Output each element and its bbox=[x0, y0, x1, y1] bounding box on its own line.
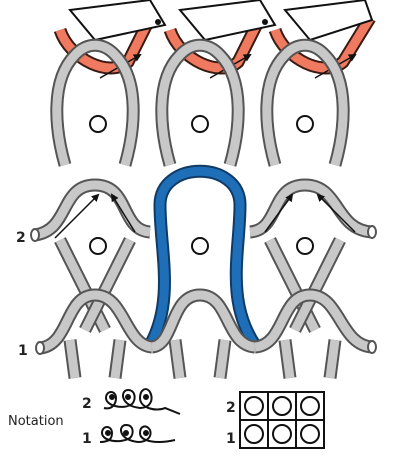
notation: Notation 2 1 2 1 bbox=[8, 388, 325, 449]
grid-row-label-1: 1 bbox=[226, 431, 236, 447]
notation-row-label-2: 2 bbox=[82, 396, 92, 412]
stitch-marker bbox=[89, 115, 107, 133]
needle-2 bbox=[163, 0, 277, 75]
notation-grid bbox=[239, 391, 325, 449]
stitch-markers bbox=[89, 115, 314, 255]
grid-row-label-2: 2 bbox=[226, 400, 236, 416]
row-label-2: 2 bbox=[16, 230, 26, 246]
stitch-marker bbox=[191, 115, 209, 133]
needles bbox=[53, 0, 376, 79]
stitch-marker bbox=[191, 237, 209, 255]
notation-curl-row-2 bbox=[103, 388, 181, 415]
notation-label: Notation bbox=[8, 414, 64, 429]
grid-cell-circle bbox=[272, 424, 292, 444]
stitch-marker bbox=[89, 237, 107, 255]
stitch-marker bbox=[296, 115, 314, 133]
crossing-legs bbox=[54, 237, 346, 333]
row-label-1: 1 bbox=[18, 343, 28, 359]
grid-cell-circle bbox=[244, 424, 264, 444]
row-1-yarn bbox=[35, 288, 377, 379]
grid-cell-circle bbox=[272, 396, 292, 416]
notation-row-label-1: 1 bbox=[82, 431, 92, 447]
row-2-yarn bbox=[30, 164, 377, 349]
stitch-marker bbox=[296, 237, 314, 255]
grid-cell-circle bbox=[300, 424, 320, 444]
grid-cell-circle bbox=[300, 396, 320, 416]
grid-cell-circle bbox=[244, 396, 264, 416]
notation-curl-row-1 bbox=[99, 423, 176, 444]
